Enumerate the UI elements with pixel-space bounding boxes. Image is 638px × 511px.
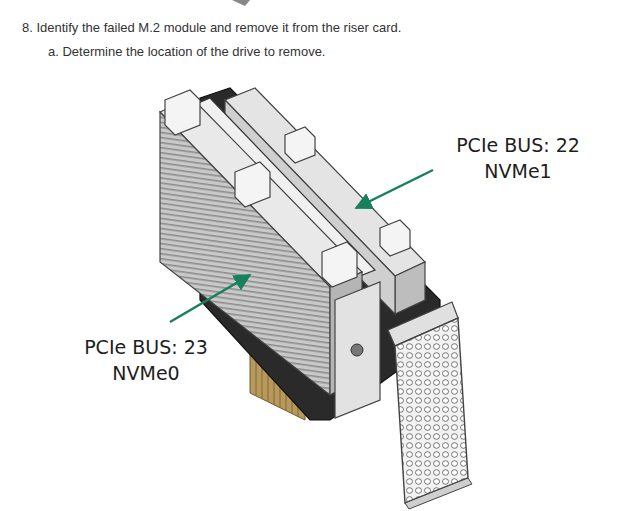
callout-label: NVMe1 <box>484 160 551 182</box>
leader-arrow <box>170 275 250 322</box>
callout-label: PCIe BUS: 23 <box>84 336 208 358</box>
step-text: 8. Identify the failed M.2 module and re… <box>22 20 401 35</box>
leader-arrow <box>356 170 433 208</box>
callout-label: PCIe BUS: 22 <box>456 134 580 156</box>
step-text: a. Determine the location of the drive t… <box>48 44 325 59</box>
callout-label: NVMe0 <box>112 362 179 384</box>
